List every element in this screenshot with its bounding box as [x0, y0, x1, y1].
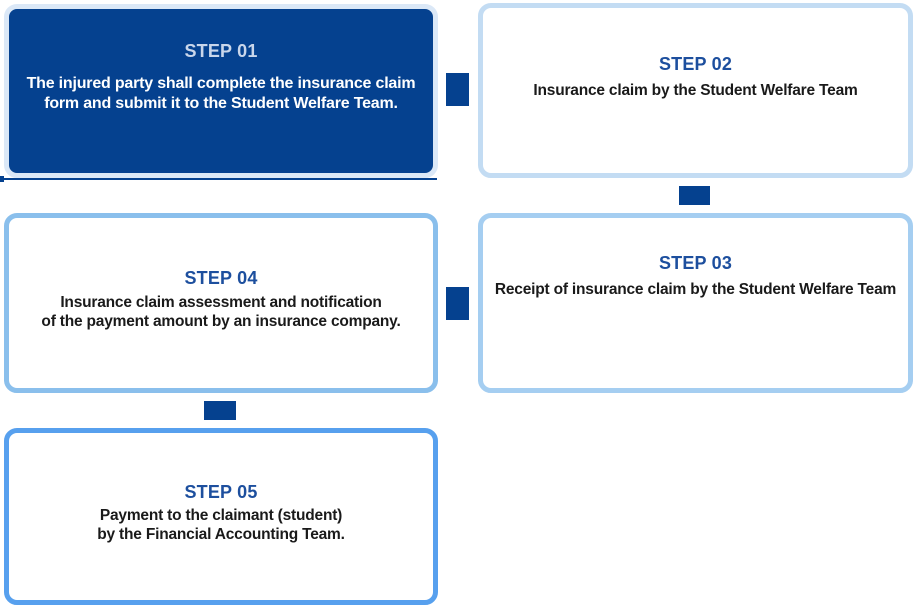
connector-step4-to-step5	[204, 401, 236, 420]
step-02-card: STEP 02 Insurance claim by the Student W…	[478, 3, 913, 178]
step-01-description: The injured party shall complete the ins…	[26, 75, 416, 112]
connector-step1-to-step2	[446, 73, 469, 106]
step-05-description: Payment to the claimant (student) by the…	[97, 507, 345, 543]
step-03-card: STEP 03 Receipt of insurance claim by th…	[478, 213, 913, 393]
step-02-title: STEP 02	[658, 54, 733, 74]
step-01-card: STEP 01 The injured party shall complete…	[4, 4, 438, 178]
step-03-title: STEP 03	[658, 253, 733, 273]
step-04-card: STEP 04 Insurance claim assessment and n…	[4, 213, 438, 393]
step-02-description: Insurance claim by the Student Welfare T…	[533, 82, 858, 99]
step-01-underline	[0, 178, 437, 180]
step-05-card: STEP 05 Payment to the claimant (student…	[4, 428, 438, 605]
step-04-description: Insurance claim assessment and notificat…	[41, 294, 401, 330]
step-05-title: STEP 05	[184, 482, 258, 502]
step-04-title: STEP 04	[184, 268, 258, 288]
step-01-underline-tick	[0, 176, 4, 182]
connector-step3-to-step4	[446, 287, 469, 320]
step-03-description: Receipt of insurance claim by the Studen…	[494, 281, 897, 298]
connector-step2-to-step3	[679, 186, 710, 205]
step-01-title: STEP 01	[184, 41, 258, 61]
